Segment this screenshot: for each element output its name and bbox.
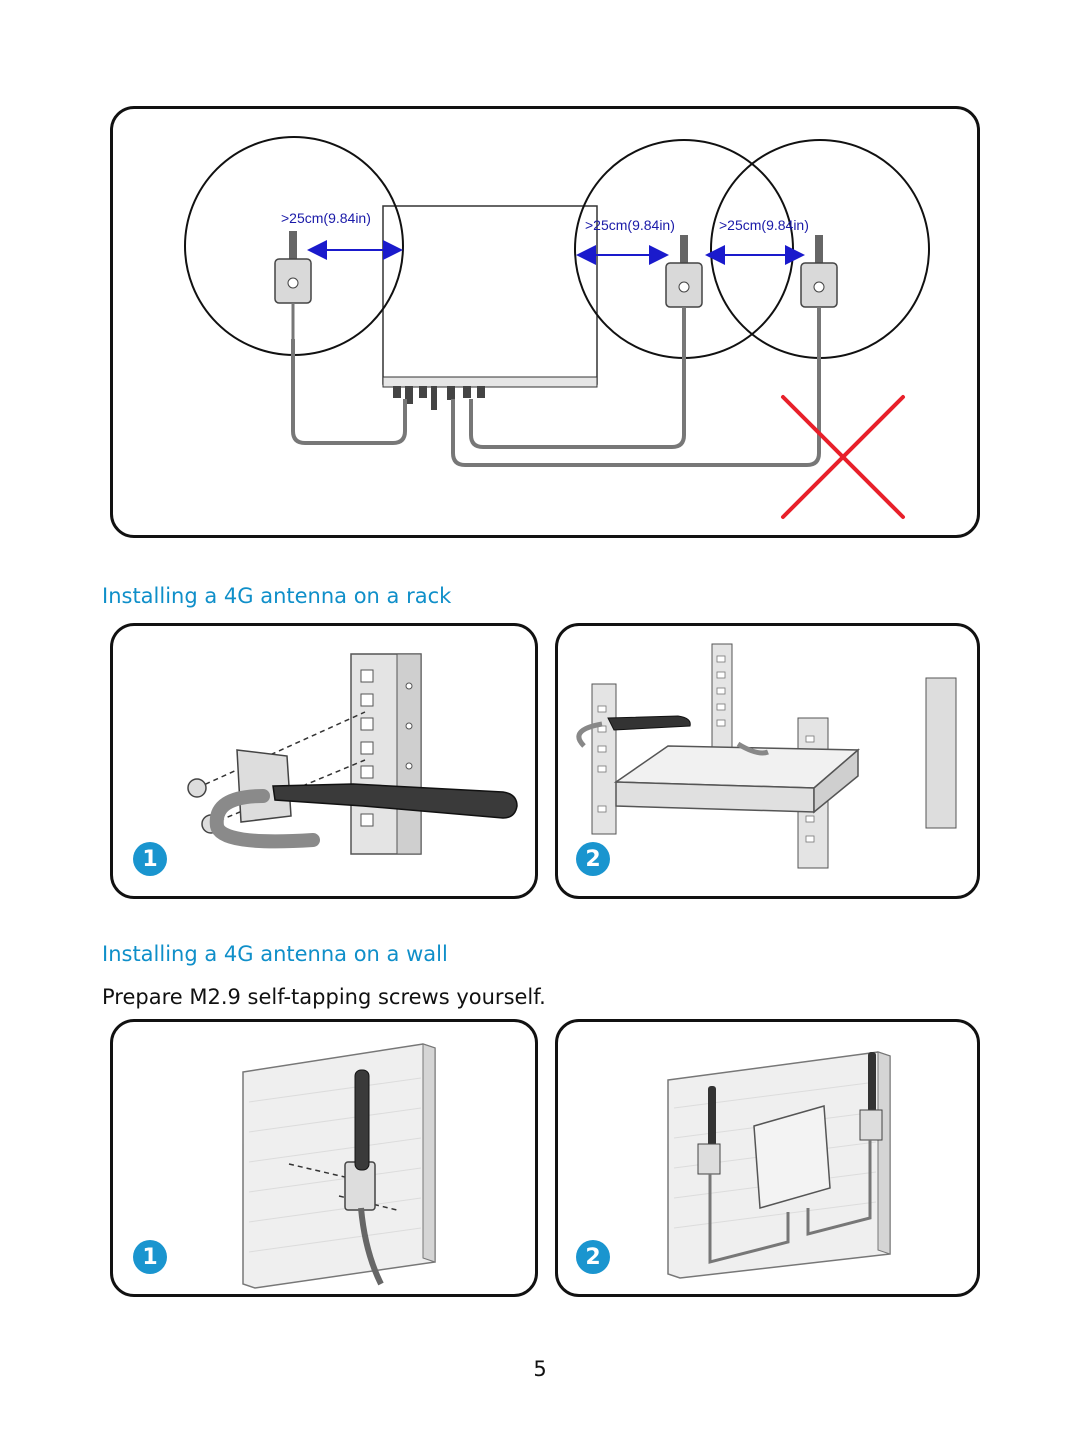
wall-step-1-illustration <box>242 1043 436 1289</box>
antenna-mount-right <box>800 235 838 308</box>
antenna-mount-middle <box>665 235 703 308</box>
wall-install-heading: Installing a 4G antenna on a wall <box>102 942 448 966</box>
rack-step-2-illustration <box>576 643 957 869</box>
distance-label-right: >25cm(9.84in) <box>719 217 809 233</box>
antenna-mount-left <box>274 231 312 339</box>
router-device <box>382 205 598 385</box>
incorrect-cross-icon <box>781 395 905 519</box>
distance-label-middle: >25cm(9.84in) <box>585 217 675 233</box>
rack-step-1-panel: 1 <box>110 623 538 899</box>
wall-step-2-illustration <box>667 1051 891 1279</box>
step-1-badge: 1 <box>133 1240 167 1274</box>
distance-label-left: >25cm(9.84in) <box>281 210 371 226</box>
antenna-spacing-diagram: >25cm(9.84in) >25cm(9.84in) >25cm(9.84in… <box>184 136 930 519</box>
antenna-cables <box>291 307 821 467</box>
step-2-badge: 2 <box>576 1240 610 1274</box>
step-2-badge: 2 <box>576 842 610 876</box>
rack-step-2-panel: 2 <box>555 623 980 899</box>
screw-note: Prepare M2.9 self-tapping screws yoursel… <box>102 985 546 1009</box>
rack-install-heading: Installing a 4G antenna on a rack <box>102 584 452 608</box>
device-ports <box>393 386 485 410</box>
step-1-badge: 1 <box>133 842 167 876</box>
page-number: 5 <box>533 1357 547 1381</box>
antenna-spacing-figure: >25cm(9.84in) >25cm(9.84in) >25cm(9.84in… <box>110 106 980 538</box>
rack-step-1-illustration <box>187 653 518 855</box>
wall-step-1-panel: 1 <box>110 1019 538 1297</box>
wall-step-2-panel: 2 <box>555 1019 980 1297</box>
